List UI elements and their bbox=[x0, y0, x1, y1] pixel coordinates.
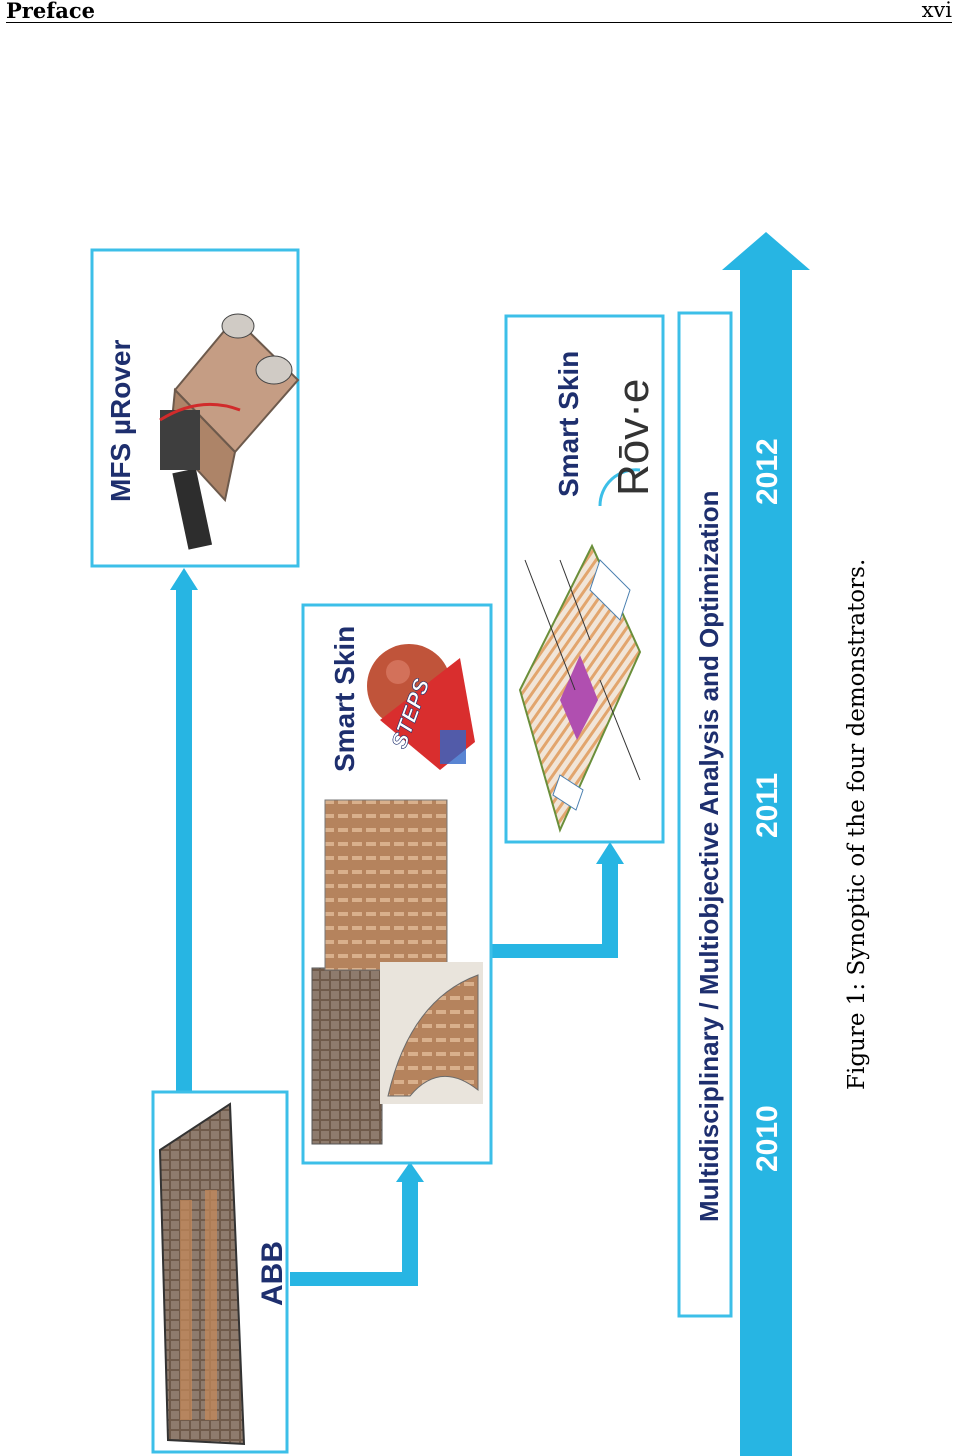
methodology-label: Multidisciplinary / Multiobjective Analy… bbox=[694, 491, 724, 1222]
abb-box bbox=[151, 1090, 289, 1454]
smart-skin-2010-box: STEPS bbox=[301, 603, 493, 1165]
rover-photo bbox=[159, 313, 300, 550]
running-head: Preface xvi bbox=[6, 0, 952, 23]
panel-photo-2 bbox=[324, 799, 448, 971]
smart-skin-2011-label: Smart Skin bbox=[553, 351, 584, 497]
mfs-urover-box bbox=[90, 248, 300, 568]
rovee-logo: Rōv·e bbox=[598, 379, 658, 507]
smart-skin-2011-box: Rōv·e bbox=[504, 314, 665, 844]
rovee-logo-text: Rōv·e bbox=[609, 379, 658, 496]
methodology-band bbox=[677, 311, 733, 1318]
figure-caption: Figure 1: Synoptic of the four demonstra… bbox=[844, 558, 870, 1090]
abb-label: ABB bbox=[256, 1241, 289, 1306]
timeline-arrow bbox=[722, 232, 810, 1456]
section-title: Preface bbox=[6, 0, 96, 23]
connector-arrows bbox=[170, 568, 624, 1286]
abb-panel-photo bbox=[158, 1102, 246, 1446]
year-2012: 2012 bbox=[751, 438, 784, 505]
year-2010: 2010 bbox=[751, 1105, 784, 1172]
curved-panel-photo bbox=[380, 962, 483, 1104]
steps-logo: STEPS bbox=[367, 644, 475, 770]
smart-skin-2010-label: Smart Skin bbox=[329, 626, 360, 772]
smart-skin-diagram bbox=[518, 543, 642, 833]
year-2011: 2011 bbox=[751, 773, 784, 838]
page-number: xvi bbox=[921, 0, 952, 22]
panel-photo-1 bbox=[311, 967, 383, 1145]
mfs-urover-label: MFS µRover bbox=[105, 340, 136, 502]
